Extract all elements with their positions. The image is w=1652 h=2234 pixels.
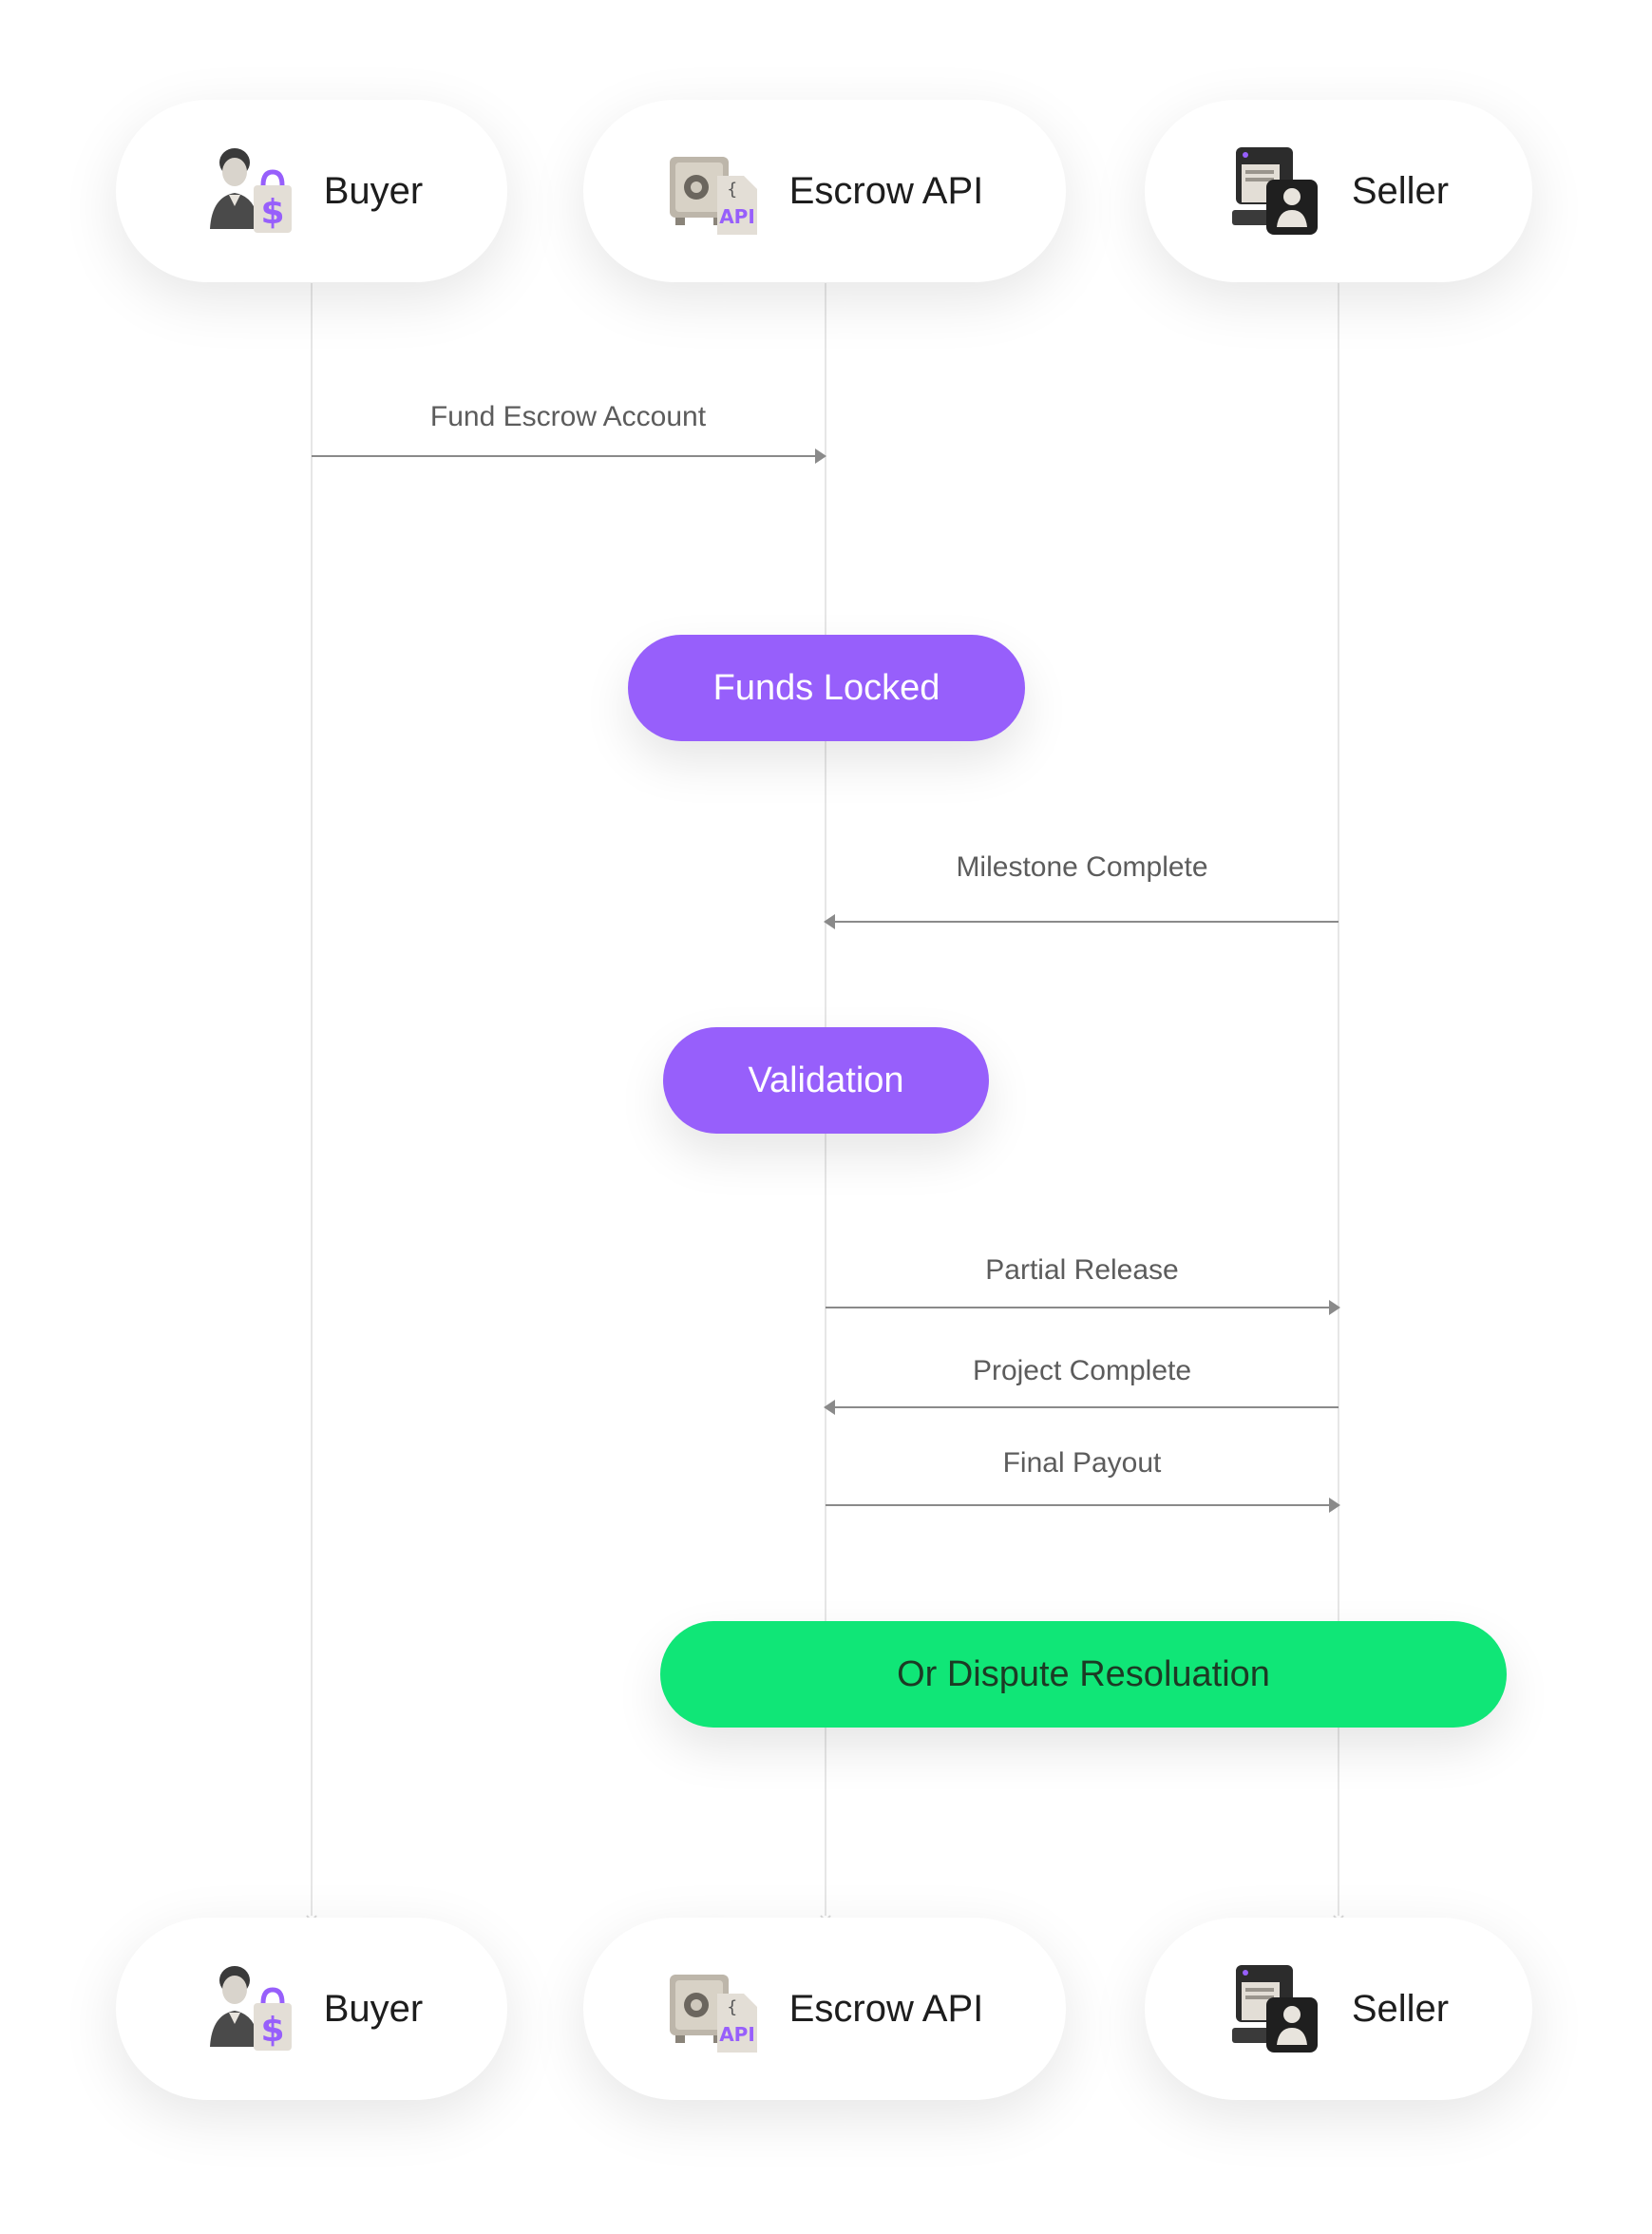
svg-text:{: {: [727, 180, 737, 200]
message-label: Partial Release: [985, 1254, 1179, 1286]
actor-escrow-api-top: { API Escrow API: [583, 100, 1066, 282]
message-arrow-final-payout: [826, 1496, 1340, 1515]
actor-escrow-api-bottom: { API Escrow API: [583, 1918, 1066, 2100]
safe-api-icon: { API: [669, 1975, 757, 2053]
message-arrow-milestone-complete: [824, 912, 1339, 931]
arrow-head: [1329, 1498, 1340, 1513]
actor-label: Buyer: [323, 1987, 424, 2030]
svg-text:API: API: [719, 2023, 755, 2046]
actor-label: Seller: [1351, 169, 1450, 212]
buyer-shopping-bag-icon: $: [209, 148, 292, 233]
arrow-line: [312, 455, 825, 457]
message-label: Project Complete: [972, 1355, 1192, 1386]
seller-id-card-icon: [1231, 1965, 1318, 2053]
seller-id-card-icon: [1231, 147, 1318, 235]
actor-buyer-bottom: $ Buyer: [116, 1918, 507, 2100]
arrow-head: [1329, 1300, 1340, 1315]
actor-seller-bottom: Seller: [1145, 1918, 1532, 2100]
arrow-line: [826, 1307, 1339, 1308]
message-label: Final Payout: [1002, 1447, 1162, 1479]
safe-api-icon: { API: [669, 157, 757, 235]
actor-seller-top: Seller: [1145, 100, 1532, 282]
state-dispute-resolution: Or Dispute Resoluation: [660, 1621, 1507, 1728]
svg-text:$: $: [260, 2011, 284, 2050]
message-label: Fund Escrow Account: [429, 401, 707, 432]
message-arrow-project-complete: [824, 1398, 1339, 1417]
actor-buyer-top: $ Buyer: [116, 100, 507, 282]
actor-label: Escrow API: [788, 169, 984, 212]
actor-label: Escrow API: [788, 1987, 984, 2030]
state-funds-locked: Funds Locked: [628, 635, 1025, 741]
arrow-head: [824, 914, 835, 929]
arrow-line: [826, 921, 1339, 923]
arrow-head: [824, 1400, 835, 1415]
message-arrow-partial-release: [826, 1298, 1340, 1317]
svg-text:{: {: [727, 1997, 737, 2017]
svg-text:$: $: [260, 193, 284, 232]
svg-text:API: API: [719, 205, 755, 228]
state-validation: Validation: [663, 1027, 989, 1134]
message-arrow-fund-escrow-account: [312, 447, 826, 466]
arrow-line: [826, 1504, 1339, 1506]
lifeline-buyer: [306, 283, 317, 1923]
arrow-line: [826, 1406, 1339, 1408]
arrow-head: [815, 449, 826, 464]
message-label: Milestone Complete: [956, 851, 1208, 883]
actor-label: Seller: [1351, 1987, 1450, 2030]
buyer-shopping-bag-icon: $: [209, 1966, 292, 2051]
actor-label: Buyer: [323, 169, 424, 212]
